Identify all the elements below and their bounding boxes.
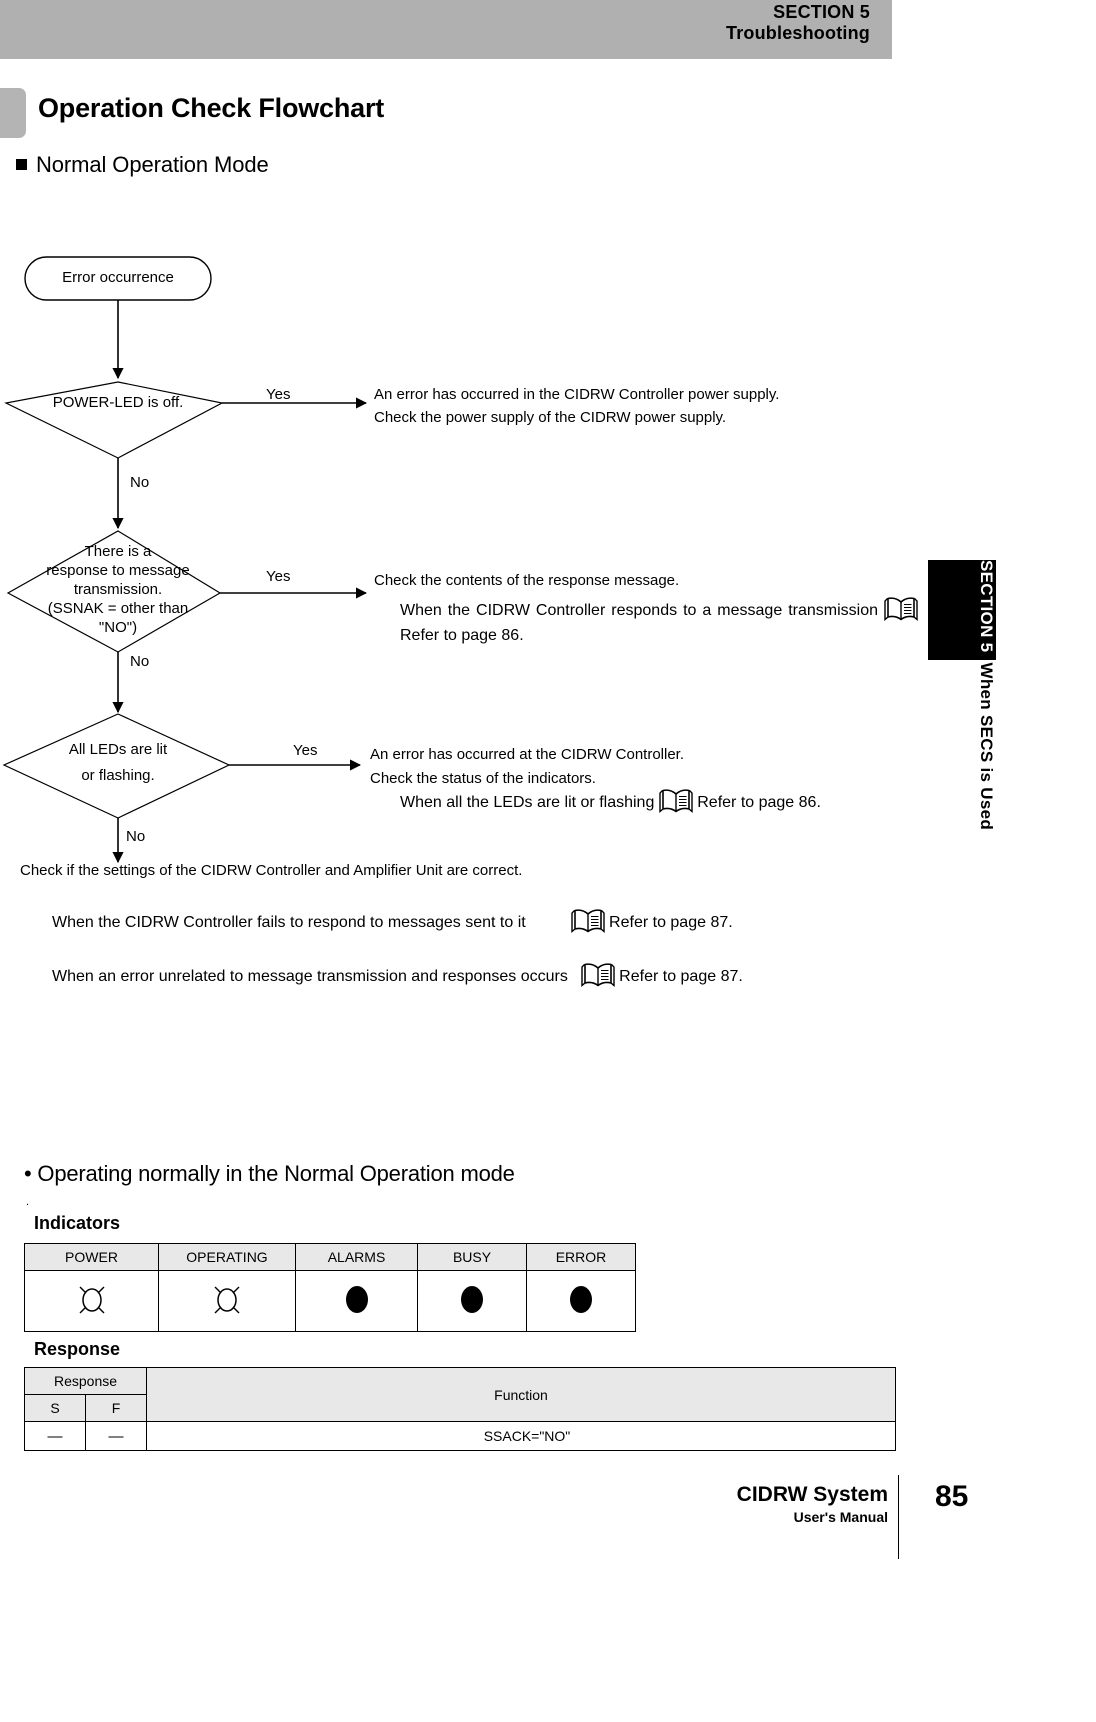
flow-reference-2-text: When an error unrelated to message trans… [52, 968, 568, 985]
flow-start-node-label: Error occurrence [62, 269, 174, 286]
lamp-flashing-icon [205, 1280, 249, 1320]
response-cell-function: SSACK="NO" [146, 1421, 896, 1451]
flow-branch-no-3: No [126, 828, 146, 845]
lamp-off-icon [570, 1286, 592, 1313]
indicators-state-row [24, 1270, 636, 1332]
footer-divider [898, 1475, 899, 1559]
flow-decision-response-line1: There is a [84, 543, 152, 560]
lamp-flashing-icon [70, 1280, 114, 1320]
flow-outcome-response-ref: Refer to page 86. [400, 627, 524, 644]
flow-outcome-leds-line1: An error has occurred at the CIDRW Contr… [370, 746, 685, 763]
indicator-state-busy [417, 1270, 527, 1332]
response-header-row-2: S F [24, 1394, 896, 1422]
title-accent-tab [0, 88, 26, 138]
footer-product-name: CIDRW System [736, 1483, 888, 1506]
flow-decision-response-line3: transmission. [73, 581, 163, 598]
flow-decision-leds-line2: or flashing. [81, 767, 155, 784]
indicators-header-error: ERROR [526, 1243, 636, 1271]
page-title: Operation Check Flowchart [38, 93, 385, 123]
response-cell-f: — [85, 1421, 147, 1451]
indicators-header-operating: OPERATING [158, 1243, 296, 1271]
response-table: Response Function S F — — SSACK="NO" [24, 1367, 896, 1451]
indicator-state-error [526, 1270, 636, 1332]
response-heading: Response [34, 1339, 121, 1359]
indicators-header-row: POWER OPERATING ALARMS BUSY ERROR [24, 1243, 636, 1271]
subheading-label: Normal Operation Mode [36, 152, 269, 177]
side-tab-chapter: When SECS is Used [977, 662, 996, 831]
response-subheader-f: F [85, 1394, 147, 1422]
response-function-header: Function [146, 1367, 896, 1422]
flow-outcome-power-led-line1: An error has occurred in the CIDRW Contr… [374, 386, 780, 403]
subheading: Normal Operation Mode [16, 152, 269, 178]
flow-reference-2: When an error unrelated to message trans… [52, 962, 743, 988]
flow-outcome-response-intro: Check the contents of the response messa… [374, 572, 680, 589]
header-chapter-label: Troubleshooting [726, 23, 870, 43]
side-tab-block [928, 560, 996, 660]
flow-final-note: Check if the settings of the CIDRW Contr… [20, 862, 523, 879]
book-icon [884, 596, 918, 622]
flow-reference-1-ref: Refer to page 87. [609, 914, 733, 931]
flow-decision-response-line5: "NO") [98, 619, 138, 636]
flow-outcome-leds-ref: Refer to page 86. [697, 794, 821, 811]
flow-outcome-leds: An error has occurred at the CIDRW Contr… [370, 745, 684, 788]
indicator-state-operating [158, 1270, 296, 1332]
flow-reference-1-text: When the CIDRW Controller fails to respo… [52, 914, 526, 931]
flow-branch-yes-1: Yes [266, 386, 291, 403]
indicators-header-busy: BUSY [417, 1243, 527, 1271]
book-icon [659, 788, 693, 814]
lamp-off-icon [461, 1286, 483, 1313]
response-header-row-1: Response Function [24, 1367, 896, 1422]
flow-reference-2-ref: Refer to page 87. [619, 968, 743, 985]
response-cell-s: — [24, 1421, 86, 1451]
flow-branch-yes-2: Yes [266, 568, 291, 585]
flow-branch-no-1: No [130, 474, 150, 491]
flow-outcome-power-led-line2: Check the power supply of the CIDRW powe… [374, 409, 727, 426]
header-section-label: SECTION 5 [773, 2, 870, 22]
flow-outcome-leds-line2: Check the status of the indicators. [370, 770, 596, 787]
flow-decision-power-led-label: POWER-LED is off. [52, 394, 184, 411]
side-tab-section: SECTION 5 [977, 560, 996, 653]
normal-operation-bullet: • Operating normally in the Normal Opera… [24, 1161, 515, 1186]
page-number: 85 [935, 1480, 969, 1513]
side-tab-label: SECTION 5 When SECS is Used [928, 560, 996, 940]
bullet-square-icon [16, 159, 27, 170]
stray-dot-mark: . [26, 1196, 30, 1208]
indicators-header-alarms: ALARMS [295, 1243, 418, 1271]
flow-branch-no-2: No [130, 653, 150, 670]
footer-manual-name: User's Manual [793, 1509, 888, 1525]
flow-decision-response-label: There is a response to message transmiss… [10, 542, 226, 637]
book-icon [581, 962, 615, 988]
flow-decision-leds-line1: All LEDs are lit [68, 741, 168, 758]
page-header-band: SECTION 5 Troubleshooting [0, 0, 892, 59]
flow-outcome-response-detail-text: When the CIDRW Controller responds to a … [400, 602, 879, 619]
flow-outcome-leds-detail-text: When all the LEDs are lit or flashing [400, 794, 655, 811]
response-subheader-s: S [24, 1394, 86, 1422]
flow-decision-leds-label: All LEDs are lit or flashing. [14, 740, 222, 785]
flow-branch-yes-3: Yes [293, 742, 318, 759]
flow-decision-response-line4: (SSNAK = other than [47, 600, 189, 617]
indicator-state-power [24, 1270, 159, 1332]
response-group-header: Response [24, 1367, 147, 1395]
flow-outcome-power-led: An error has occurred in the CIDRW Contr… [374, 385, 779, 427]
flow-outcome-response-detail: When the CIDRW Controller responds to a … [400, 596, 918, 648]
table-row: — — SSACK="NO" [24, 1421, 896, 1451]
lamp-off-icon [345, 1286, 368, 1313]
indicators-table: POWER OPERATING ALARMS BUSY ERROR [24, 1243, 636, 1332]
flow-reference-1: When the CIDRW Controller fails to respo… [52, 908, 733, 934]
flow-decision-response-line2: response to message [46, 562, 190, 579]
book-icon [570, 908, 605, 934]
flow-outcome-leds-detail: When all the LEDs are lit or flashing Re… [400, 788, 821, 814]
indicators-header-power: POWER [24, 1243, 159, 1271]
indicators-heading: Indicators [34, 1213, 121, 1233]
indicator-state-alarms [295, 1270, 418, 1332]
